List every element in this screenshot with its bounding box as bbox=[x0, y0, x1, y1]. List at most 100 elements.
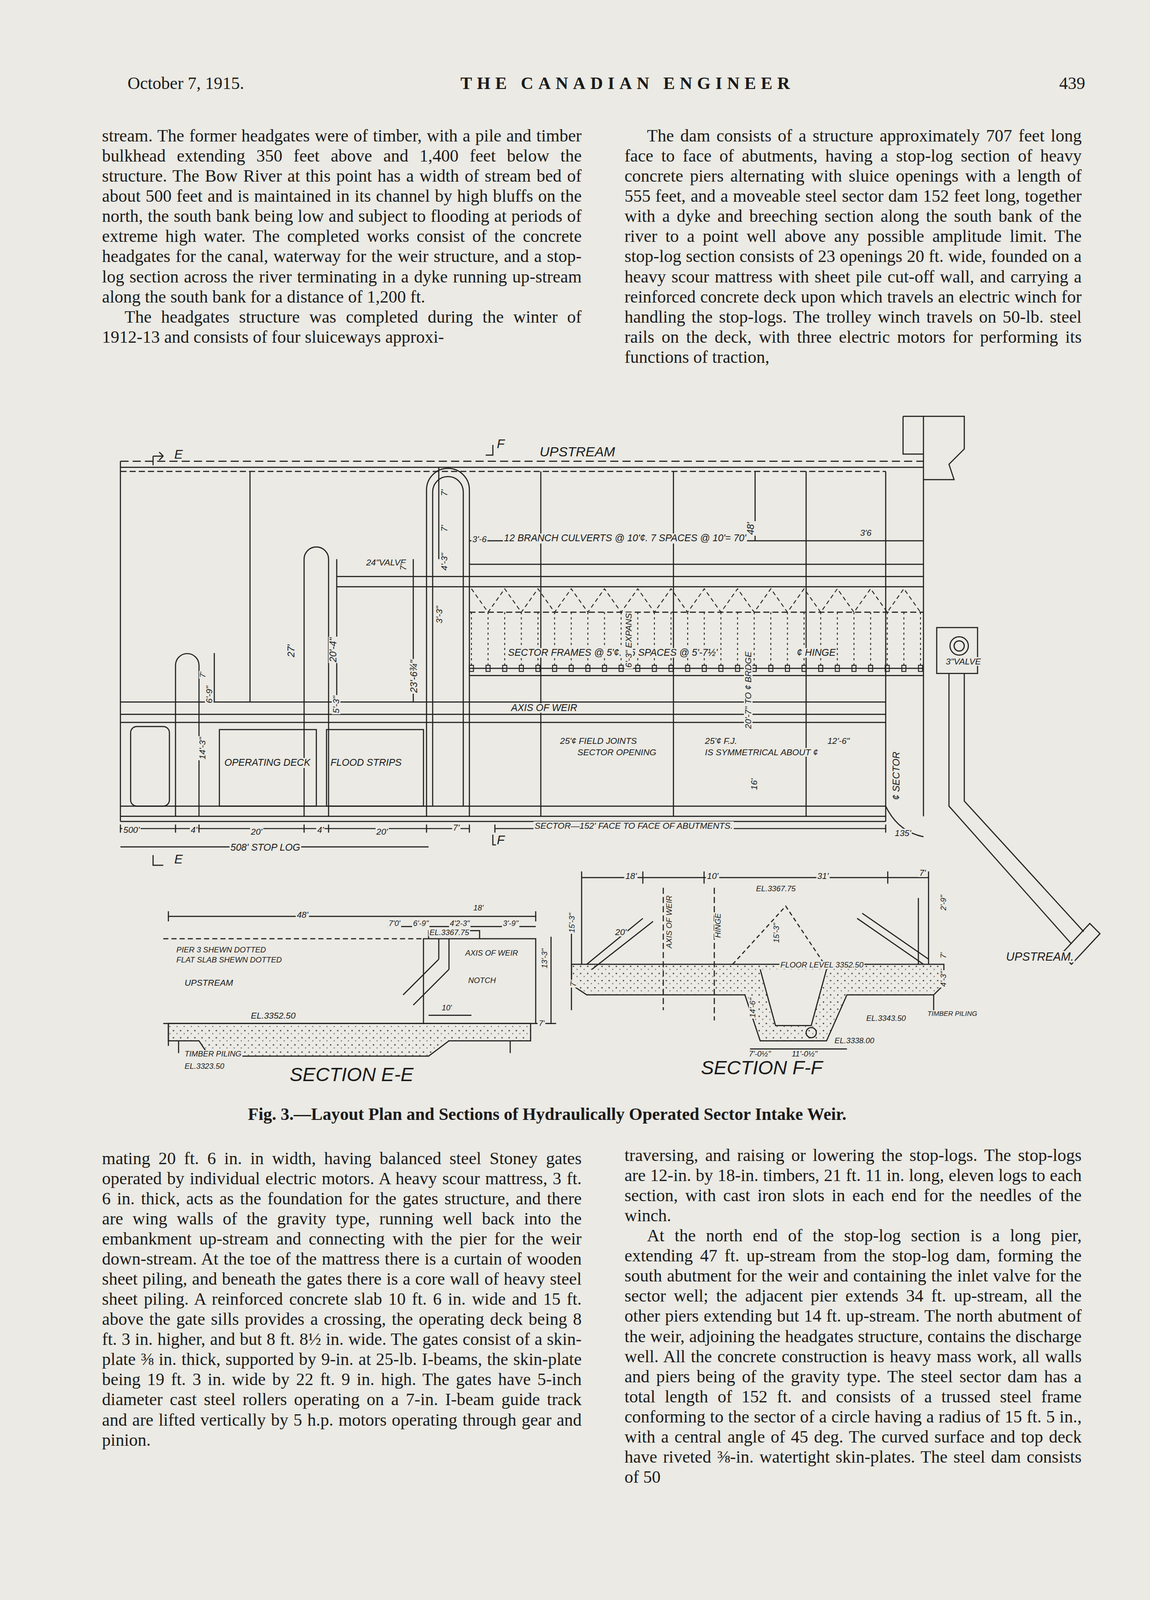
dimension-label: 10' bbox=[440, 1003, 453, 1012]
drawing-stroke bbox=[214, 467, 756, 702]
drawing-stroke bbox=[868, 665, 873, 672]
drawing-stroke bbox=[787, 612, 789, 666]
drawing-title: UPSTREAM bbox=[538, 444, 617, 459]
drawing-stroke bbox=[818, 665, 823, 672]
drawing-stroke bbox=[720, 612, 722, 666]
dimension-label: SECTOR OPENING bbox=[576, 747, 658, 757]
dimension-label: UPSTREAM bbox=[183, 978, 234, 988]
drawing-stroke bbox=[954, 640, 965, 651]
sector-truss bbox=[469, 588, 923, 672]
dimension-label: EL.3367.75 bbox=[428, 928, 471, 937]
dimension-label: EL.3343.50 bbox=[865, 1014, 907, 1023]
drawing-title: F bbox=[496, 833, 506, 847]
drawing-stroke bbox=[581, 871, 929, 965]
drawing-stroke bbox=[918, 665, 923, 672]
drawing-stroke bbox=[737, 612, 738, 666]
drawing-stroke bbox=[120, 460, 924, 462]
drawing-stroke bbox=[735, 665, 740, 672]
drawing-stroke bbox=[923, 416, 965, 480]
drawing-stroke bbox=[903, 416, 924, 817]
drawing-stroke bbox=[535, 665, 540, 672]
dimension-label: 6'-9" bbox=[412, 919, 430, 928]
drawing-stroke bbox=[120, 824, 470, 833]
dimension-label: PIER 3 SHEWN DOTTED bbox=[175, 946, 267, 954]
dimension-label: 16' bbox=[749, 777, 759, 791]
drawing-stroke bbox=[602, 665, 607, 672]
dimension-label: 7' bbox=[398, 563, 408, 572]
drawing-stroke bbox=[120, 461, 886, 822]
dimension-label: NOTCH bbox=[467, 976, 497, 985]
dimension-label: FLAT SLAB SHEWN DOTTED bbox=[175, 956, 283, 964]
dimension-label: 3'6 bbox=[859, 528, 873, 538]
dimension-label: 20'-7" TO ¢ BRDGE bbox=[743, 650, 753, 730]
drawing-stroke bbox=[569, 665, 574, 672]
dimension-label: 7' bbox=[452, 823, 461, 832]
drawing-stroke bbox=[749, 1048, 847, 1050]
drawing-stroke bbox=[853, 612, 855, 666]
body-paragraph: mating 20 ft. 6 in. in width, having bal… bbox=[102, 1148, 582, 1450]
drawing-stroke bbox=[163, 1022, 557, 1024]
drawing-title: E bbox=[173, 852, 184, 866]
drawing-stroke bbox=[933, 994, 935, 1011]
dimension-label: FLOOD STRIPS bbox=[329, 757, 403, 768]
dimension-label: 20'-4" bbox=[328, 636, 339, 664]
dimension-label: 5'-3" bbox=[331, 695, 341, 715]
dimension-label: 7'0' bbox=[387, 919, 402, 928]
drawing-stroke bbox=[936, 627, 978, 674]
dimension-label: 7' bbox=[569, 980, 578, 988]
drawing-stroke bbox=[175, 653, 199, 817]
running-head: THE CANADIAN ENGINEER bbox=[460, 74, 795, 92]
drawing-stroke bbox=[120, 470, 886, 472]
page-header: 439 bbox=[1059, 74, 1086, 92]
drawing-stroke bbox=[152, 452, 163, 466]
dimension-label: 13'-3" bbox=[540, 947, 549, 970]
body-paragraph: stream. The former headgates were of tim… bbox=[102, 125, 582, 307]
drawing-stroke bbox=[426, 468, 470, 816]
dimension-label: 4' bbox=[189, 825, 199, 835]
dimension-label: 25'¢ F.J. bbox=[704, 736, 738, 746]
drawing-title: F bbox=[496, 437, 506, 451]
dimension-label: 31' bbox=[816, 871, 830, 881]
dimension-label: 500' bbox=[122, 825, 141, 835]
dimension-label: FLOOR LEVEL 3352.50 bbox=[779, 961, 865, 969]
section-e-e bbox=[163, 911, 557, 1057]
drawing-title: SECTION F-F bbox=[700, 1058, 824, 1078]
drawing-stroke bbox=[471, 588, 921, 612]
drawing-stroke bbox=[760, 969, 827, 1026]
dimension-label: 508' STOP LOG bbox=[229, 842, 302, 853]
drawing-stroke bbox=[469, 665, 474, 672]
text-column: The dam consists of a structure approxim… bbox=[624, 125, 1082, 367]
drawing-stroke bbox=[885, 665, 890, 672]
dimension-label: AXIS OF WEIR bbox=[665, 894, 674, 950]
drawing-stroke bbox=[120, 466, 924, 468]
dimension-label: 3'-9" bbox=[501, 919, 520, 928]
drawing-stroke bbox=[652, 665, 657, 672]
drawing-stroke bbox=[917, 898, 919, 965]
dimension-label: AXIS OF WEIR bbox=[510, 703, 579, 713]
drawing-stroke bbox=[550, 936, 552, 1024]
drawing-stroke bbox=[326, 729, 424, 807]
drawing-stroke bbox=[402, 938, 450, 1005]
drawing-stroke bbox=[785, 665, 790, 672]
body-paragraph: The dam consists of a structure approxim… bbox=[624, 125, 1082, 367]
dimension-label: 7' bbox=[439, 524, 449, 533]
drawing-stroke bbox=[487, 612, 489, 666]
text-column: traversing, and raising or lowering the … bbox=[624, 1144, 1082, 1487]
drawing-title: SECTION E-E bbox=[288, 1065, 415, 1085]
dimension-label: 14'-3" bbox=[198, 736, 207, 761]
drawing-title: E bbox=[173, 448, 184, 461]
dimension-label: AXIS OF WEIR bbox=[464, 949, 519, 957]
drawing-stroke bbox=[669, 665, 674, 672]
dimension-label: TIMBER PILING bbox=[183, 1050, 243, 1058]
drawing-stroke bbox=[685, 665, 690, 672]
dimension-label: IS SYMMETRICAL ABOUT ¢ bbox=[704, 747, 819, 757]
drawing-stroke bbox=[948, 673, 1084, 945]
dimension-label: 3'-6 bbox=[471, 534, 488, 544]
dimension-label: 6'-9" bbox=[204, 684, 214, 705]
dimension-label: 27' bbox=[286, 643, 297, 659]
drawing-stroke bbox=[663, 887, 715, 1021]
dimension-label: EL.3338.00 bbox=[833, 1036, 876, 1045]
dimension-label: 4'2-3" bbox=[449, 919, 471, 928]
dimension-label: 20' bbox=[614, 927, 628, 937]
